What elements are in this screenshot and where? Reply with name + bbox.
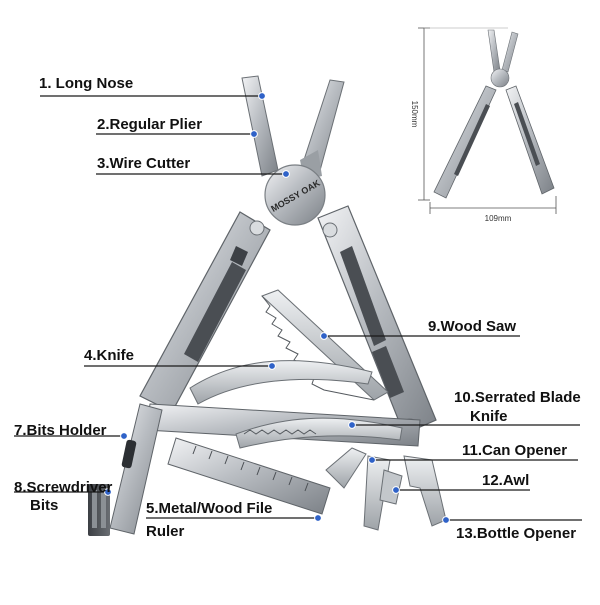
label-serrated-knife-line2: Knife — [470, 408, 508, 425]
label-bits-holder: 7.Bits Holder — [14, 422, 107, 439]
label-ruler: 5.Metal/Wood File — [146, 500, 273, 517]
label-regular-plier: 2.Regular Plier — [97, 116, 203, 133]
height-dimension-label: 150mm — [410, 101, 419, 128]
small-tools — [325, 447, 447, 531]
label-screwdriver-bits: 8.Screwdriver — [14, 479, 113, 496]
marker-awl — [392, 486, 400, 494]
right-handle — [317, 205, 437, 438]
serrated-blade — [235, 417, 403, 449]
label-long-nose: 1. Long Nose — [39, 75, 134, 92]
leader-lines — [14, 95, 582, 521]
marker-bits-holder — [120, 432, 128, 440]
dimension-inset — [418, 27, 557, 214]
marker-can-opener — [368, 456, 376, 464]
label-serrated-knife: 10.Serrated Blade — [454, 389, 581, 406]
width-dimension-label: 109mm — [485, 214, 512, 223]
marker-bottle-opener — [442, 516, 450, 524]
marker-screwdriver-bits — [104, 488, 112, 496]
marker-long-nose — [258, 92, 266, 100]
label-wood-saw: 9.Wood Saw — [428, 318, 517, 335]
ruler-file — [167, 437, 331, 515]
marker-regular-plier — [250, 130, 258, 138]
label-knife: 4.Knife — [84, 347, 135, 364]
label-ruler-line2: Ruler — [146, 523, 185, 540]
marker-ruler — [314, 514, 322, 522]
marker-serrated-knife — [348, 421, 356, 429]
knife-blade — [189, 360, 373, 405]
marker-wire-cutter — [282, 170, 290, 178]
bits-holder — [109, 403, 163, 535]
marker-knife — [268, 362, 276, 370]
label-bottle-opener: 13.Bottle Opener — [456, 525, 577, 542]
plier-jaws — [241, 75, 345, 180]
screwdriver-bits — [88, 484, 110, 536]
callout-markers — [104, 92, 450, 524]
marker-wood-saw — [320, 332, 328, 340]
label-wire-cutter: 3.Wire Cutter — [97, 155, 191, 172]
label-awl: 12.Awl — [482, 472, 530, 489]
label-can-opener: 11.Can Opener — [462, 442, 568, 459]
label-screwdriver-bits-line2: Bits — [30, 497, 59, 514]
pivot-disc: MOSSY OAK — [264, 164, 326, 226]
